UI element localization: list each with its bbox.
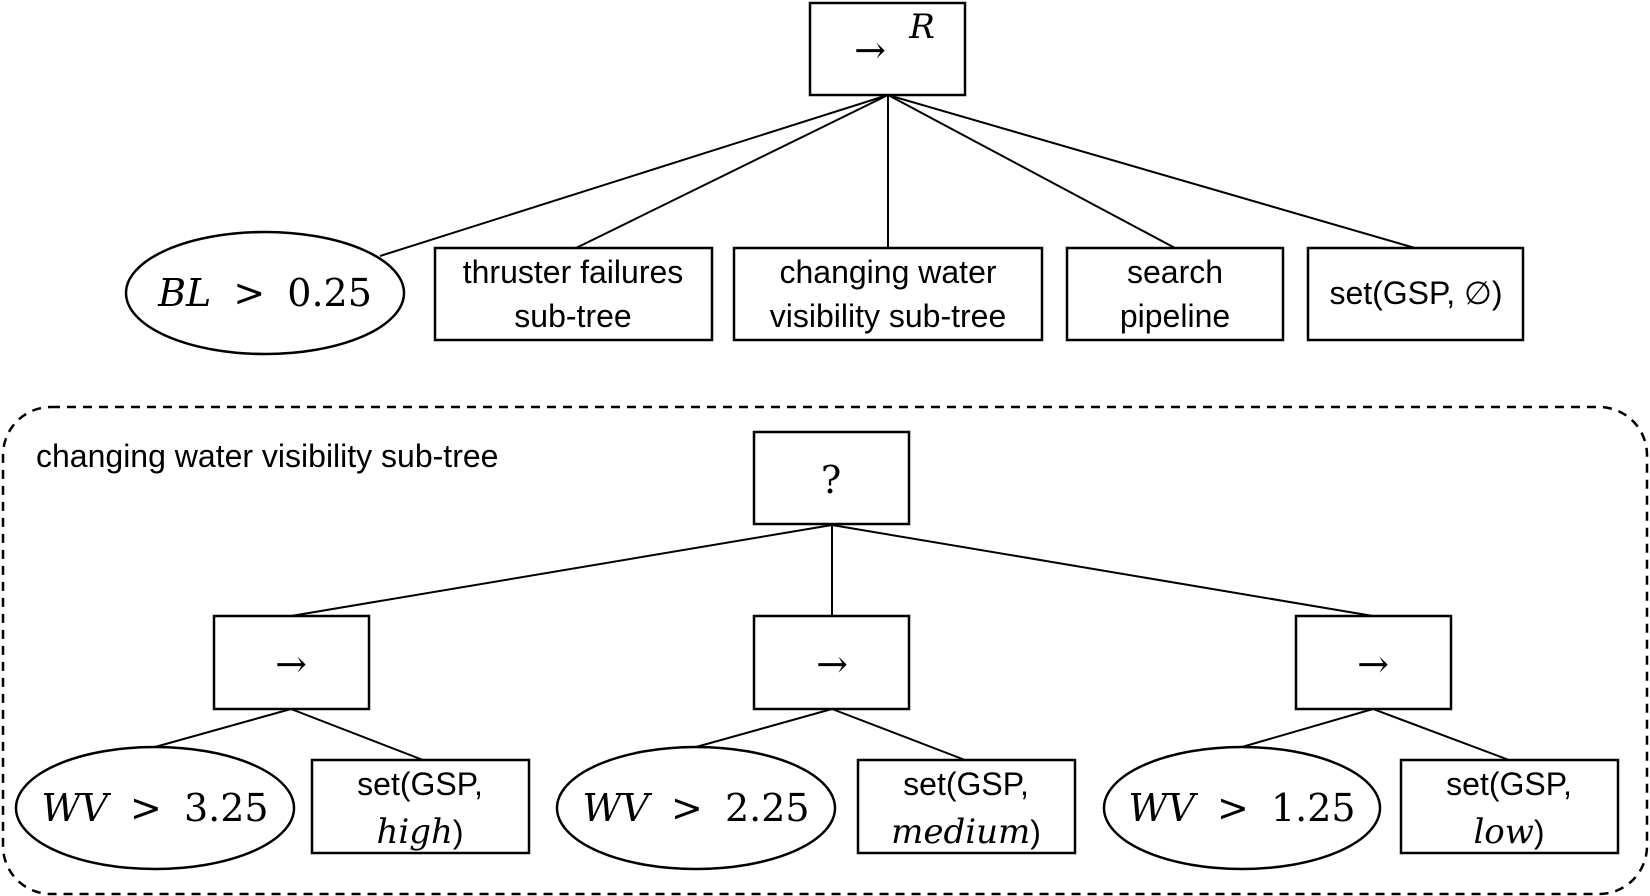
gsp-parameter: high: [376, 812, 452, 852]
visibility-subtree-node: changing water visibility sub-tree: [732, 246, 1044, 342]
condition-operator: >: [1217, 786, 1249, 830]
battery-level-condition: BL > 0.25: [124, 230, 406, 356]
thruster-failures-subtree-node: thruster failures sub-tree: [433, 246, 714, 342]
set-gsp-label: set(GSP,: [903, 766, 1029, 802]
search-pipeline-node: search pipeline: [1065, 246, 1285, 342]
thruster-label-line2: sub-tree: [514, 298, 631, 334]
set-gsp-high-node: set(GSP, high): [310, 758, 531, 855]
svg-text:high): high): [376, 812, 463, 852]
thruster-label-line1: thruster failures: [463, 254, 684, 290]
fallback-node: ?: [752, 430, 911, 526]
svg-text:medium): medium): [891, 812, 1041, 852]
search-label-line2: pipeline: [1120, 298, 1230, 334]
visibility-label-line1: changing water: [779, 254, 996, 290]
top-edges: [379, 94, 1416, 257]
sequence-arrow: →: [816, 642, 848, 686]
closing-paren: ): [1534, 814, 1545, 850]
set-gsp-empty-node: set(GSP, ∅): [1306, 246, 1525, 342]
condition-operator: >: [671, 786, 703, 830]
root-sequence-arrow: →: [854, 28, 886, 72]
sequence-node-medium: →: [752, 614, 911, 711]
condition-operator: >: [233, 271, 265, 315]
set-gsp-low-node: set(GSP, low): [1399, 758, 1620, 855]
gsp-parameter: medium: [891, 812, 1030, 852]
svg-text:BL > 0.25: BL > 0.25: [157, 271, 372, 315]
condition-threshold: 0.25: [287, 271, 372, 315]
condition-variable: WV: [1128, 786, 1198, 830]
root-superscript: R: [908, 7, 935, 47]
set-gsp-label: set(GSP,: [1446, 766, 1572, 802]
set-gsp-empty-label: set(GSP, ∅): [1329, 275, 1502, 311]
condition-variable: WV: [582, 786, 652, 830]
subtree-dashed-frame: [1, 405, 1649, 896]
condition-threshold: 1.25: [1271, 786, 1356, 830]
closing-paren: ): [453, 814, 464, 850]
set-gsp-medium-node: set(GSP, medium): [856, 758, 1077, 855]
subtree-caption: changing water visibility sub-tree: [36, 438, 498, 474]
water-visibility-condition-high: WV > 3.25: [14, 745, 296, 871]
gsp-parameter: low: [1473, 812, 1533, 852]
condition-threshold: 2.25: [725, 786, 810, 830]
set-gsp-label: set(GSP,: [357, 766, 483, 802]
water-visibility-condition-low: WV > 1.25: [1102, 745, 1382, 871]
subtree-edges: [154, 524, 1510, 761]
svg-text:WV > 2.25: WV > 2.25: [582, 786, 809, 830]
svg-text:WV > 3.25: WV > 3.25: [41, 786, 268, 830]
sequence-arrow: →: [1357, 642, 1389, 686]
condition-threshold: 3.25: [184, 786, 269, 830]
svg-text:low): low): [1473, 812, 1544, 852]
condition-operator: >: [130, 786, 162, 830]
condition-variable: BL: [157, 271, 211, 315]
sequence-node-low: →: [1294, 614, 1453, 711]
svg-text:WV > 1.25: WV > 1.25: [1128, 786, 1355, 830]
sequence-node-high: →: [212, 614, 371, 711]
visibility-label-line2: visibility sub-tree: [770, 298, 1007, 334]
fallback-question-mark: ?: [821, 458, 841, 502]
condition-variable: WV: [41, 786, 111, 830]
water-visibility-condition-medium: WV > 2.25: [555, 745, 837, 871]
root-sequence-node: → R: [808, 1, 967, 97]
sequence-arrow: →: [275, 642, 307, 686]
search-label-line1: search: [1127, 254, 1223, 290]
closing-paren: ): [1030, 814, 1041, 850]
